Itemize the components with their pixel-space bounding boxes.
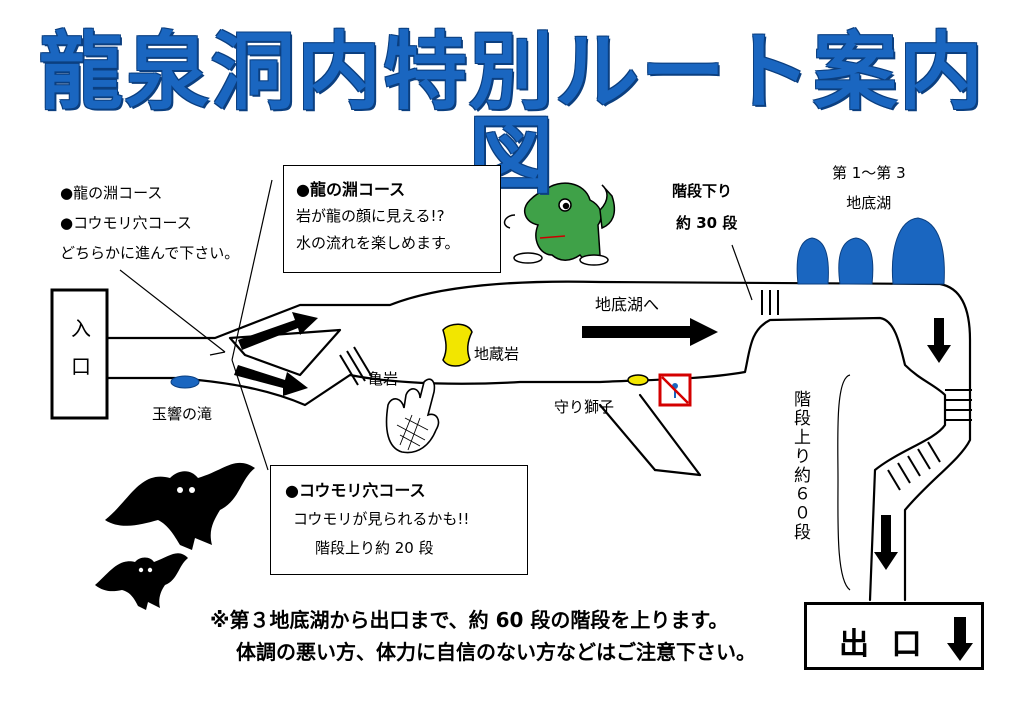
dragon-mascot-icon: [503, 182, 616, 266]
footer-notice: ※第３地底湖から出口まで、約 60 段の階段を上ります。 体調の悪い方、体力に自…: [210, 604, 756, 668]
entrance-box: [50, 288, 109, 420]
lakes-label: 第 1～第 3 地底湖: [832, 158, 906, 218]
down-arrow-icon: [947, 617, 973, 661]
course-note-instruction: どちらかに進んで下さい。: [60, 244, 240, 262]
gyokukyo-water: [170, 375, 200, 389]
bat-course-title: ●コウモリ穴コース: [285, 481, 426, 500]
stairs-marks: [339, 290, 972, 491]
hand-rock-icon: [385, 378, 440, 454]
jizo-rock-label: 地蔵岩: [474, 345, 520, 363]
no-entry-sign-icon: [658, 373, 692, 407]
kame-rock-label: 亀岩: [368, 370, 399, 388]
ryu-course-desc1: 岩が龍の顔に見える!?: [296, 207, 445, 225]
bat-course-desc: コウモリが見られるかも!!: [293, 510, 470, 528]
lakes-name: 地底湖: [846, 194, 892, 212]
underground-lakes: [170, 217, 945, 389]
bat-course-stairs: 階段上り約 20 段: [315, 539, 434, 557]
stairs-down-label: 階段下り 約 30 段: [672, 175, 737, 239]
mamori-shishi-rock: [627, 374, 649, 386]
mamori-shishi-label: 守り獅子: [554, 398, 615, 416]
gyokukyo-falls-label: 玉響の滝: [152, 405, 213, 423]
direction-arrows: [234, 312, 951, 570]
course-note-bat: ●コウモリ穴コース: [60, 214, 192, 232]
stairs-down-count: 約 30 段: [676, 214, 738, 232]
stairs-up-label: 階段上り約６０段: [790, 390, 810, 542]
entrance-label: 入口: [67, 318, 92, 394]
stairs-down-title: 階段下り: [672, 182, 733, 200]
bat-course-box: ●コウモリ穴コース コウモリが見られるかも!! 階段上り約 20 段: [270, 465, 528, 575]
ryu-course-desc2: 水の流れを楽しめます。: [296, 234, 460, 252]
exit-box: 出 口: [804, 602, 984, 670]
page-title: 龍泉洞内特別ルート案内図: [38, 23, 985, 205]
course-note: ●龍の淵コース ●コウモリ穴コース どちらかに進んで下さい。: [60, 178, 239, 268]
lakes-range: 第 1～第 3: [832, 164, 906, 182]
course-note-ryu: ●龍の淵コース: [60, 184, 163, 202]
footer-notice-line1: ※第３地底湖から出口まで、約 60 段の階段を上ります。: [210, 608, 729, 632]
bat-icon: [95, 462, 255, 610]
ryu-course-title: ●龍の淵コース: [296, 180, 406, 199]
cave-passage: [105, 280, 972, 602]
exit-label: 出 口: [839, 627, 928, 662]
ryu-course-box: ●龍の淵コース 岩が龍の顔に見える!? 水の流れを楽しめます。: [283, 165, 501, 273]
footer-notice-line2: 体調の悪い方、体力に自信のない方などはご注意下さい。: [236, 640, 756, 664]
leader-lines: [119, 179, 851, 591]
rocks: [442, 323, 649, 386]
to-lake-label: 地底湖へ: [595, 295, 660, 314]
jizo-rock: [442, 323, 473, 367]
